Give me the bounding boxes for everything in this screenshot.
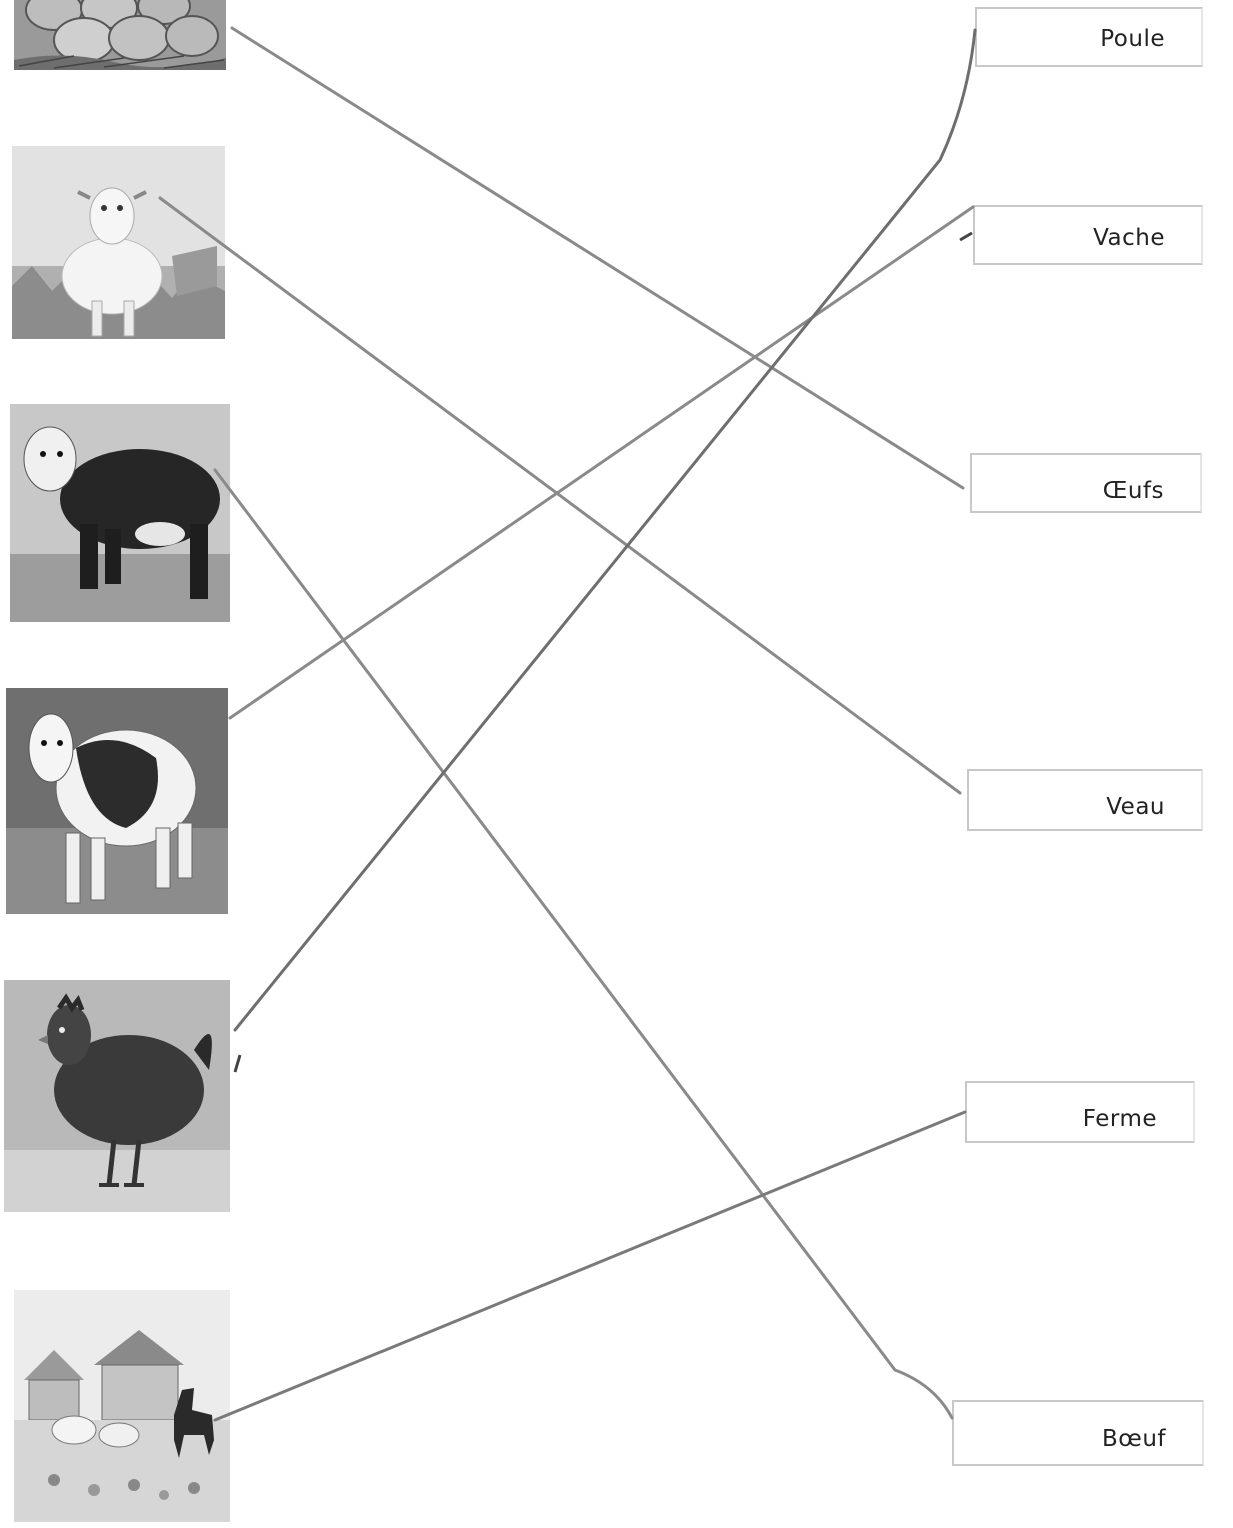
word-box-vache[interactable]: Vache — [973, 205, 1203, 265]
hereford-ox-picture — [10, 404, 230, 622]
match-line-cow-vache — [228, 205, 975, 720]
farm-scene-picture — [14, 1290, 230, 1522]
word-box-oeufs[interactable]: Œufs — [970, 453, 1202, 513]
white-calf-picture — [12, 146, 225, 339]
word-poule: Poule — [1100, 26, 1165, 52]
word-vache: Vache — [1093, 225, 1165, 251]
word-boeuf: Bœuf — [1102, 1426, 1166, 1452]
word-box-veau[interactable]: Veau — [967, 769, 1203, 831]
pen-mark — [233, 1054, 242, 1073]
pen-mark — [959, 231, 973, 242]
match-line-calf-veau — [158, 196, 962, 795]
word-oeufs: Œufs — [1102, 478, 1164, 504]
match-line-farm-ferme — [213, 1110, 967, 1422]
hen-picture — [4, 980, 230, 1212]
word-veau: Veau — [1106, 794, 1165, 820]
eggs-in-nest-picture — [14, 0, 226, 70]
word-box-ferme[interactable]: Ferme — [965, 1081, 1195, 1143]
word-ferme: Ferme — [1082, 1106, 1157, 1132]
spotted-cow-picture — [6, 688, 228, 914]
match-line-eggs-oeufs — [230, 26, 965, 490]
match-line-ox-boeuf — [213, 468, 954, 1420]
match-line-hen-poule — [233, 28, 977, 1032]
word-box-boeuf[interactable]: Bœuf — [952, 1400, 1204, 1466]
word-box-poule[interactable]: Poule — [975, 7, 1203, 67]
